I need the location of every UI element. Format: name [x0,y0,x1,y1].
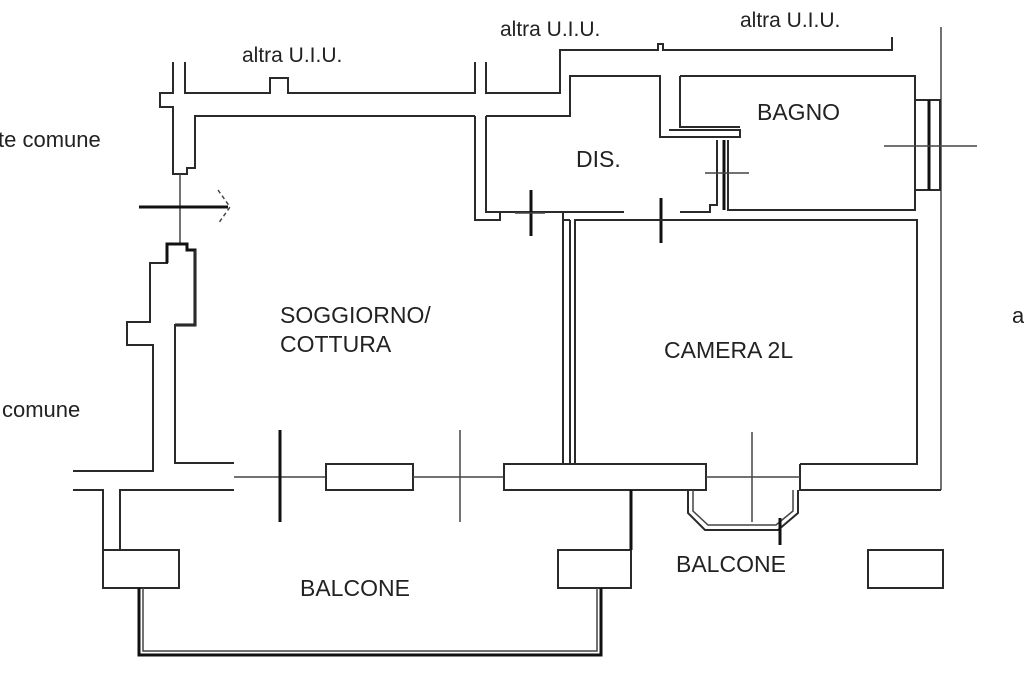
room-label-cottura: COTTURA [280,331,392,357]
left-wall [73,242,234,550]
common-area-label-left: comune [2,397,80,422]
main-balcony [102,490,944,657]
room-label-dis: DIS. [576,146,621,172]
entrance-door [139,174,231,244]
dis-bagno-walls [474,75,916,243]
room-label-camera: CAMERA 2L [664,337,793,363]
common-area-label-top: te comune [0,127,101,152]
right-cut-label: a [1012,303,1024,328]
bagno-window [884,99,977,191]
soggiorno-window-wall [234,430,707,522]
room-label-bagno: BAGNO [757,99,840,125]
room-label-balcone-small: BALCONE [676,551,786,577]
camera-window [687,432,800,545]
neighbor-label-2: altra U.I.U. [500,18,600,41]
room-label-soggiorno: SOGGIORNO/ [280,302,431,328]
neighbor-label-3: altra U.I.U. [740,9,840,32]
room-label-balcone-main: BALCONE [300,575,410,601]
partition-wall [562,219,941,491]
neighbor-label-1: altra U.I.U. [242,44,342,67]
top-wall-left [159,27,942,490]
